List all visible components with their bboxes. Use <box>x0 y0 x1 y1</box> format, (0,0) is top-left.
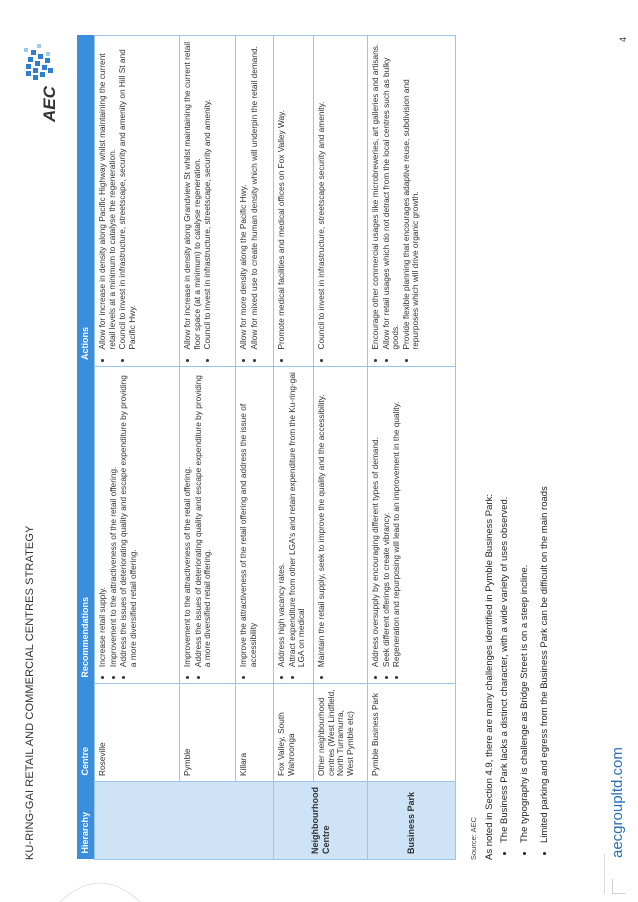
centre-cell: Roseville <box>94 683 180 782</box>
list-item: Seek different offerings to create vibra… <box>381 372 392 668</box>
centre-cell: Other neighbourhood centres (West Lindfi… <box>313 683 368 782</box>
list-item: Allow for mixed use to create human dens… <box>249 41 260 349</box>
website-link[interactable]: aecgroupltd.com <box>609 747 626 858</box>
challenges-list: The Business Park lacks a distinct chara… <box>499 43 560 860</box>
footer-bracket-decoration <box>612 879 625 894</box>
centre-cell: Pymble <box>179 683 236 782</box>
table-source-note: Source: AEC <box>469 817 478 860</box>
list-item: Council to invest in infrastructure, str… <box>117 41 137 349</box>
list-item: Maintain the retail supply, seek to impr… <box>316 372 327 667</box>
list-item: Address the issues of deteriorating qual… <box>118 372 138 667</box>
recommendations-cell: Address high vacancy rates. Attract expe… <box>273 366 314 684</box>
list-item: Limited parking and egress from the Busi… <box>539 43 551 843</box>
actions-cell: Allow for increase in density along Gran… <box>179 35 236 367</box>
list-item: Allow for more density along the Pacific… <box>238 41 249 350</box>
list-item: Address the issues of deteriorating qual… <box>193 372 213 667</box>
list-item: Promote medical facilities and medical o… <box>276 41 287 349</box>
table-row: Killara Improve the attractiveness of th… <box>235 35 274 860</box>
strategy-table: Hierarchy Centre Recommendations Actions… <box>77 35 456 860</box>
list-item: Allow for increase in density along Gran… <box>182 41 202 350</box>
list-item: Allow for retail usages which do not det… <box>381 41 401 350</box>
centre-cell: Killara <box>235 683 274 782</box>
table-header-row: Hierarchy Centre Recommendations Actions <box>77 35 95 860</box>
actions-cell: Allow for increase in density along Paci… <box>94 35 180 367</box>
table-row: Business Park Pymble Business Park Addre… <box>367 35 456 860</box>
actions-cell: Promote medical facilities and medical o… <box>273 35 314 367</box>
list-item: Address oversupply by encouraging differ… <box>370 372 381 667</box>
list-item: Allow for increase in density along Paci… <box>97 41 117 349</box>
table-row: Other neighbourhood centres (West Lindfi… <box>313 35 368 860</box>
actions-cell: Allow for more density along the Pacific… <box>235 35 274 367</box>
centre-cell: Pymble Business Park <box>367 683 456 782</box>
column-header-recommendations: Recommendations <box>77 366 95 684</box>
recommendations-cell: Address oversupply by encouraging differ… <box>367 366 456 684</box>
hierarchy-cell: Business Park <box>367 781 456 860</box>
list-item: Improvement to the attractiveness of the… <box>182 372 193 667</box>
table-row: Pymble Improvement to the attractiveness… <box>179 35 236 860</box>
hierarchy-cell <box>94 781 274 860</box>
recommendations-cell: Increase retail supply. Improvement to t… <box>94 366 180 684</box>
document-title: KU-RING-GAI RETAIL AND COMMERCIAL CENTRE… <box>24 525 36 860</box>
column-header-actions: Actions <box>77 35 95 367</box>
footer-divider <box>604 854 605 894</box>
logo-text: AEC <box>40 86 59 122</box>
table-row: Neighbourhood Centre Fox Valley, South W… <box>273 35 368 860</box>
column-header-hierarchy: Hierarchy <box>77 781 95 860</box>
list-item: Council to invest in infrastructure, str… <box>316 41 327 350</box>
column-header-centre: Centre <box>77 683 95 782</box>
actions-cell: Encourage other commercial usages like m… <box>367 35 456 367</box>
aec-logo: AEC <box>22 38 72 138</box>
list-item: Improve the attractiveness of the retail… <box>238 372 258 667</box>
list-item: Attract expenditure from other LGA's and… <box>287 372 307 667</box>
centre-cell: Fox Valley, South Wahroonga <box>273 683 314 782</box>
list-item: The typography is challenge as Bridge St… <box>519 43 531 843</box>
recommendations-cell: Improvement to the attractiveness of the… <box>179 366 236 684</box>
list-item: Provide flexible planning that encourage… <box>401 41 421 349</box>
table-row: Roseville Increase retail supply. Improv… <box>94 35 274 860</box>
list-item: Regeneration and repurposing will lead t… <box>391 372 402 668</box>
list-item: Improvement to the attractiveness of the… <box>108 372 119 667</box>
list-item: The Business Park lacks a distinct chara… <box>499 43 511 843</box>
page-number: 4 <box>618 36 628 42</box>
decorative-arc <box>60 882 140 902</box>
list-item: Address high vacancy rates. <box>276 372 287 667</box>
recommendations-cell: Maintain the retail supply, seek to impr… <box>313 366 368 684</box>
actions-cell: Council to invest in infrastructure, str… <box>313 35 368 367</box>
list-item: Increase retail supply. <box>97 372 108 667</box>
list-item: Encourage other commercial usages like m… <box>370 41 381 350</box>
hierarchy-cell: Neighbourhood Centre <box>273 781 368 860</box>
list-item: Council to invest in infrastructure, str… <box>202 41 213 349</box>
intro-paragraph: As noted in Section 4.9, there are many … <box>484 494 495 860</box>
recommendations-cell: Improve the attractiveness of the retail… <box>235 366 274 684</box>
